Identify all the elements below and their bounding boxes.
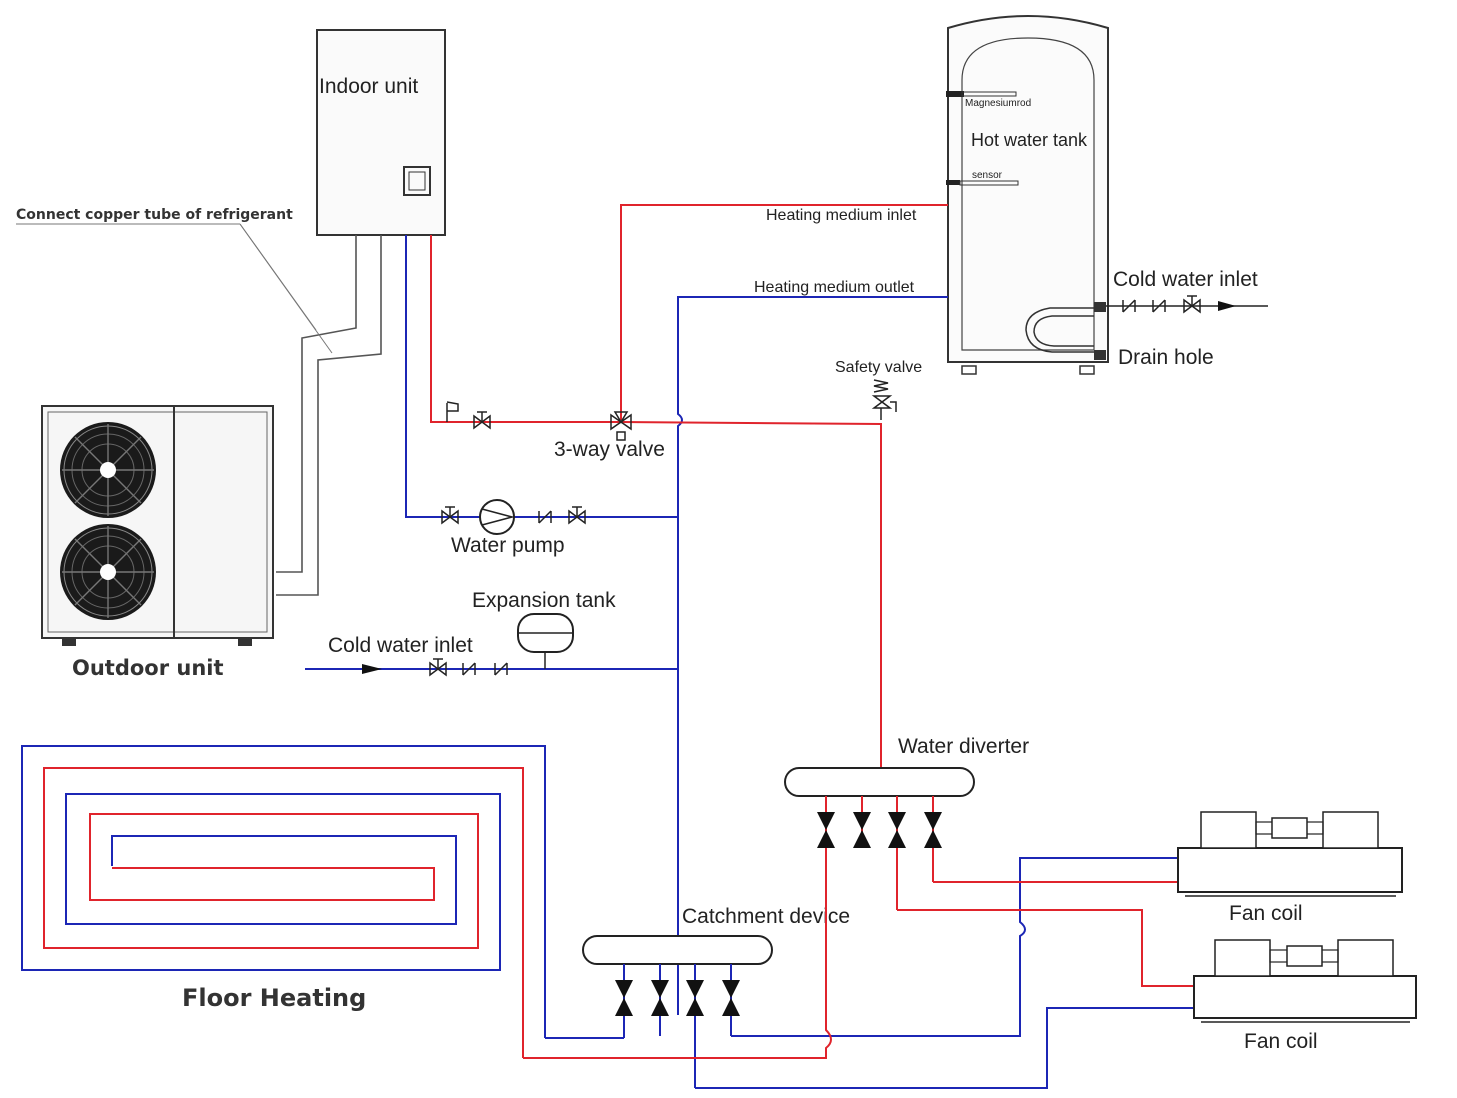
catchment-device-label: Catchment device xyxy=(682,905,850,928)
heating-outlet-label: Heating medium outlet xyxy=(754,279,915,296)
expansion-tank xyxy=(517,613,574,669)
hot-water-tank xyxy=(946,15,1109,375)
outdoor-unit-label: Outdoor unit xyxy=(72,656,224,680)
fan-icon xyxy=(59,421,157,519)
floor-heating-label: Floor Heating xyxy=(182,984,366,1012)
gate-valve-icon xyxy=(441,506,459,524)
gate-valve-icon xyxy=(568,506,586,524)
magnesium-rod-label: Magnesiumrod xyxy=(965,98,1031,109)
ball-valve-icon xyxy=(924,812,942,848)
ball-valve-icon xyxy=(651,980,669,1016)
drain-hole-label: Drain hole xyxy=(1118,346,1214,369)
ball-valve-icon xyxy=(817,812,835,848)
indoor-unit-label: Indoor unit xyxy=(319,75,418,98)
pump-return-pipe xyxy=(405,235,678,518)
pressure-gauge-icon xyxy=(446,401,459,422)
water-diverter xyxy=(784,767,975,910)
fan-coil-2 xyxy=(1193,939,1417,1023)
gate-valve-icon xyxy=(473,411,491,429)
catchment-device xyxy=(582,935,773,1088)
gate-valve-icon xyxy=(429,658,447,676)
fan-coil-2-label: Fan coil xyxy=(1244,1030,1318,1053)
indoor-unit xyxy=(316,29,446,236)
main-cold-water-inlet-label: Cold water inlet xyxy=(328,634,473,657)
heating-medium-inlet-pipe xyxy=(620,204,948,420)
ball-valve-icon xyxy=(853,812,871,848)
three-way-valve-icon xyxy=(610,411,632,441)
ball-valve-icon xyxy=(686,980,704,1016)
water-diverter-label: Water diverter xyxy=(898,735,1029,758)
return-main-pipe xyxy=(677,296,948,1015)
gate-valve-icon xyxy=(1183,295,1201,313)
heating-inlet-label: Heating medium inlet xyxy=(766,207,917,224)
ball-valve-icon xyxy=(888,812,906,848)
fan-coil-1-label: Fan coil xyxy=(1229,902,1303,925)
safety-valve-icon xyxy=(871,379,897,420)
tank-cold-water-inlet-label: Cold water inlet xyxy=(1113,268,1258,291)
refrigerant-tubes xyxy=(16,223,382,596)
ball-valve-icon xyxy=(722,980,740,1016)
fan-coil-1 xyxy=(1177,811,1403,897)
ball-valve-icon xyxy=(615,980,633,1016)
expansion-tank-label: Expansion tank xyxy=(472,589,616,612)
fan-icon xyxy=(59,523,157,621)
water-pump-label: Water pump xyxy=(451,534,565,557)
pump-icon xyxy=(479,499,516,535)
copper-tube-label: Connect copper tube of refrigerant xyxy=(16,207,293,223)
floor-heating-coil xyxy=(21,745,546,1058)
safety-valve-label: Safety valve xyxy=(835,359,922,376)
hot-water-tank-label: Hot water tank xyxy=(971,130,1088,150)
three-way-valve-label: 3-way valve xyxy=(554,438,665,461)
sensor-label: sensor xyxy=(972,170,1003,181)
